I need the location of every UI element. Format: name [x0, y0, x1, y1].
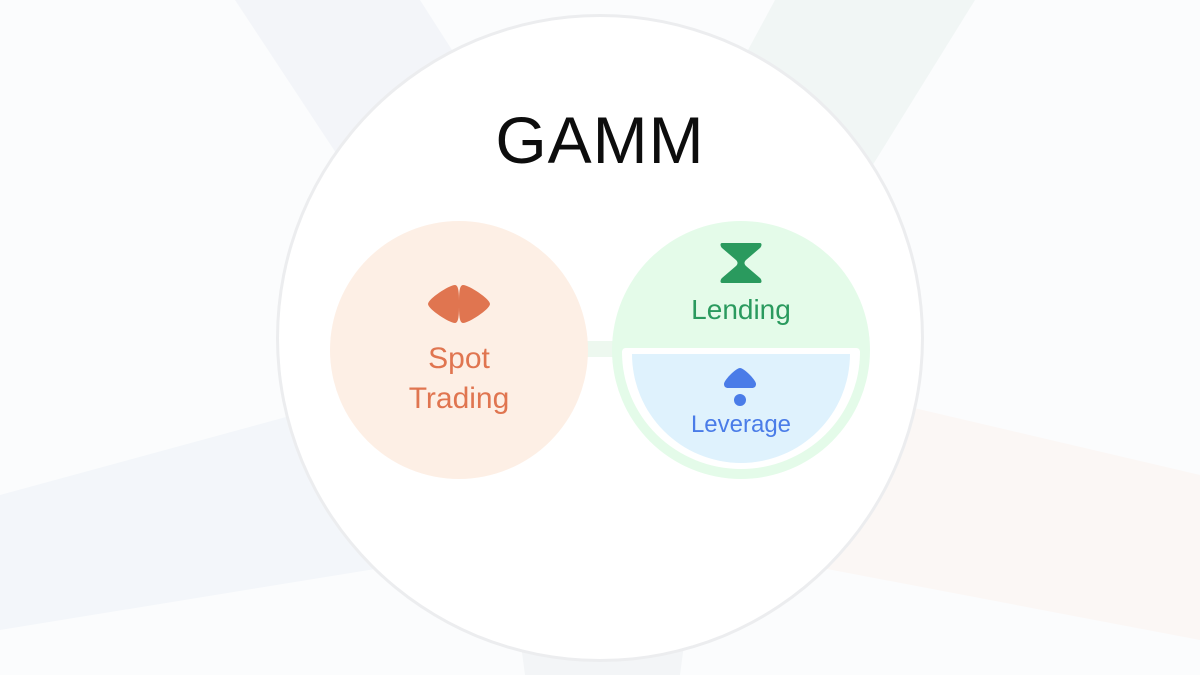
spot-trading-label: Spot Trading [330, 339, 588, 419]
leverage-label: Leverage [690, 411, 792, 438]
spot-trading-node [330, 221, 588, 479]
lending-label: Lending [691, 294, 791, 325]
hourglass-icon [720, 243, 762, 283]
spot-label-line2: Trading [408, 382, 510, 415]
spot-label-line1: Spot [428, 342, 490, 375]
diagram-title: GAMM [495, 103, 705, 177]
mushroom-icon [724, 368, 756, 406]
spot-trading-icon [428, 285, 490, 323]
node-connector [586, 341, 616, 357]
leverage-node [622, 348, 860, 469]
